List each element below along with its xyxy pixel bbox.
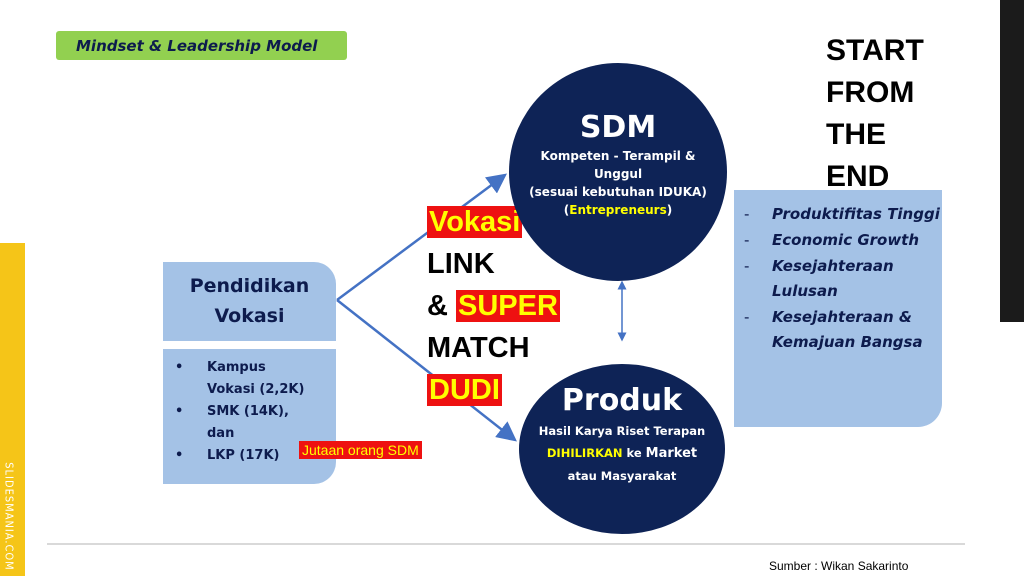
right-accent-bar	[1000, 0, 1024, 322]
heading-word: END	[826, 160, 890, 193]
produk-text: Market	[645, 446, 698, 461]
sdm-line: Kompeten - Terampil &	[540, 149, 696, 163]
list-text: LKP (17K)	[207, 448, 280, 463]
produk-line: Hasil Karya Riset Terapan	[538, 424, 706, 438]
sdm-title: SDM	[579, 110, 657, 145]
jutaan-label: Jutaan orang SDM	[299, 441, 422, 459]
list-item: • SMK (14K), dan	[171, 401, 336, 445]
dash-icon: -	[744, 231, 750, 249]
outcome-text: Kesejahteraan & Kemajuan Bangsa	[772, 308, 923, 351]
heading-word: THE	[826, 118, 886, 151]
heading-word: FROM	[826, 76, 915, 109]
outcome-text: Produktifitas Tinggi	[772, 205, 940, 223]
produk-title: Produk	[561, 383, 683, 418]
bullet-icon: •	[175, 448, 184, 463]
list-item: • LKP (17K)	[171, 445, 336, 467]
outcome-item: - Economic Growth	[744, 228, 942, 253]
outcome-text: Economic Growth	[772, 231, 920, 249]
start-from-end-heading: START FROM THE END	[826, 30, 956, 198]
source-citation: Sumber : Wikan Sakarinto	[769, 559, 909, 573]
footer-divider	[47, 543, 965, 545]
paren: )	[666, 203, 673, 217]
pendidikan-vokasi-box: Pendidikan Vokasi	[163, 262, 336, 341]
super-highlight: SUPER	[456, 290, 560, 322]
slide-title: Mindset & Leadership Model	[56, 31, 347, 60]
list-item: • Kampus Vokasi (2,2K)	[171, 357, 336, 401]
amp-word: &	[427, 290, 448, 322]
link-match-text: Vokasi LINK & SUPER MATCH DUDI	[427, 201, 560, 411]
produk-text: ke	[622, 446, 646, 460]
heading-word: START	[826, 34, 924, 67]
sdm-line: (sesuai kebutuhan IDUKA)	[529, 185, 707, 199]
match-word: MATCH	[427, 332, 530, 364]
produk-line: atau Masyarakat	[567, 469, 677, 483]
arrow-to-produk	[336, 299, 517, 442]
produk-line: DIHILIRKAN ke Market	[519, 442, 725, 465]
list-text: Kampus	[207, 360, 266, 375]
list-text: SMK (14K),	[207, 404, 289, 419]
arrow-to-sdm	[336, 173, 508, 302]
outcome-item: - Produktifitas Tinggi	[744, 202, 942, 227]
outcome-item: - Kesejahteraan Lulusan	[744, 254, 942, 304]
dudi-highlight: DUDI	[427, 374, 502, 406]
list-text: Vokasi (2,2K)	[207, 382, 305, 397]
institution-list-box: • Kampus Vokasi (2,2K) • SMK (14K), dan …	[163, 349, 336, 484]
vokasi-highlight: Vokasi	[427, 206, 523, 238]
link-word: LINK	[427, 248, 495, 280]
pendidikan-line: Vokasi	[214, 305, 285, 327]
pendidikan-line: Pendidikan	[189, 275, 310, 297]
produk-circle: Produk Hasil Karya Riset Terapan DIHILIR…	[519, 364, 725, 534]
dash-icon: -	[744, 257, 750, 275]
bullet-icon: •	[175, 404, 184, 419]
sdm-circle: SDM Kompeten - Terampil & Unggul (sesuai…	[509, 63, 727, 281]
outcomes-box: - Produktifitas Tinggi - Economic Growth -…	[734, 190, 942, 427]
dash-icon: -	[744, 308, 750, 326]
dash-icon: -	[744, 205, 750, 223]
left-accent-bar	[0, 243, 25, 576]
outcome-text: Kesejahteraan Lulusan	[772, 257, 894, 300]
entrepreneurs-highlight: Entrepreneurs	[569, 203, 667, 217]
dihilirkan-highlight: DIHILIRKAN	[546, 446, 623, 460]
sdm-line: Unggul	[593, 167, 643, 181]
bullet-icon: •	[175, 360, 184, 375]
paren: (	[563, 203, 570, 217]
list-text: dan	[207, 426, 235, 441]
outcome-item: - Kesejahteraan & Kemajuan Bangsa	[744, 305, 942, 355]
sdm-line: (Entrepreneurs)	[509, 201, 727, 219]
